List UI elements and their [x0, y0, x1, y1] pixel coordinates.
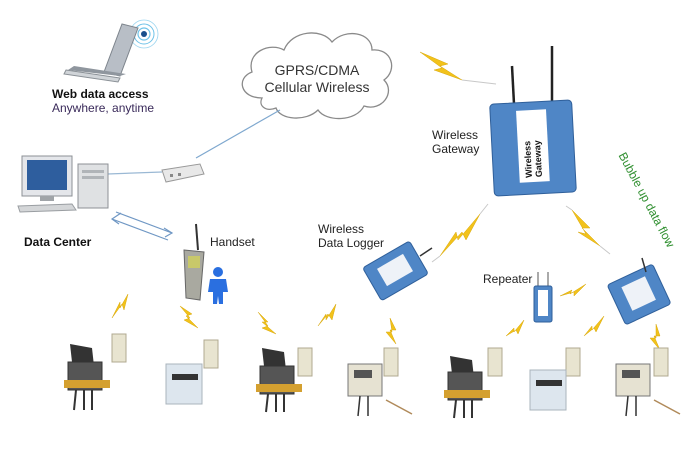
gateway-device-text: Wireless Gateway — [522, 140, 544, 178]
sync-arrows — [110, 211, 174, 241]
signal-trails — [431, 79, 611, 263]
lightning-icon — [179, 305, 199, 329]
gateway-icon — [489, 46, 577, 197]
heat-meter-icon — [347, 347, 413, 417]
heat-meter-icon — [615, 347, 681, 417]
meters-row — [64, 333, 681, 419]
lightning-icon — [385, 317, 397, 345]
lightning-icon — [559, 283, 587, 297]
wifi-signal-icon — [129, 19, 159, 49]
gateway-label: Wireless Gateway — [432, 128, 479, 156]
cloud-label: GPRS/CDMA Cellular Wireless — [252, 62, 382, 96]
data-logger-icon — [363, 241, 428, 301]
lightning-icon — [257, 311, 277, 335]
water-meter-icon — [444, 347, 503, 419]
lightning-icon — [111, 293, 129, 319]
modem-cloud-link — [195, 109, 281, 159]
water-meter-icon — [256, 347, 313, 413]
gateway-label-line1: Wireless — [432, 128, 479, 142]
cloud-shape — [241, 32, 393, 120]
cloud-label-line2: Cellular Wireless — [264, 79, 370, 95]
water-meter-icon — [64, 333, 127, 411]
gas-meter-icon — [165, 339, 219, 405]
gateway-label-line2: Gateway — [432, 142, 480, 156]
computer-icon — [17, 155, 109, 213]
data-logger-label: Wireless Data Logger — [318, 222, 384, 250]
laptop-icon — [63, 23, 139, 83]
lightning-icon — [571, 209, 601, 247]
repeater-icon — [533, 272, 553, 323]
web-access-subtitle: Anywhere, anytime — [52, 101, 155, 115]
web-access-title: Web data access — [52, 87, 149, 101]
lightning-icon — [505, 319, 525, 337]
lightning-icon — [419, 51, 463, 81]
lightning-icon — [317, 303, 337, 327]
data-center-label: Data Center — [24, 235, 92, 249]
data-logger-label-line2: Data Logger — [318, 236, 385, 250]
handset-icon — [183, 223, 205, 301]
data-logger-icon — [607, 264, 671, 325]
gas-meter-icon — [529, 347, 581, 411]
modem-icon — [161, 163, 205, 183]
lightning-icon — [649, 323, 661, 351]
gateway-device-text-line2: Gateway — [532, 139, 544, 178]
handset-label: Handset — [210, 235, 255, 249]
person-icon — [208, 267, 228, 304]
repeater-label: Repeater — [483, 272, 533, 286]
cloud-label-line1: GPRS/CDMA — [274, 62, 360, 78]
data-logger-label-line1: Wireless — [318, 222, 365, 236]
lightning-icon — [583, 315, 605, 337]
lightning-icon — [439, 213, 481, 257]
